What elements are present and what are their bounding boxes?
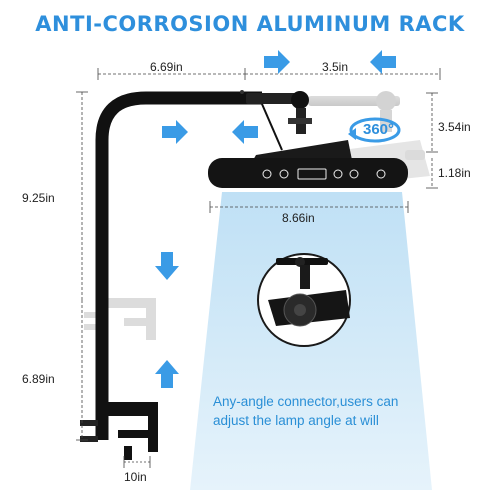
lamp-control-panel — [262, 168, 386, 180]
lamp-connector — [261, 91, 312, 151]
caption-line-1: Any-angle connector,users can — [213, 394, 399, 409]
arm-length-label: 6.69in — [150, 60, 183, 74]
rotation-label: 360° — [363, 121, 395, 138]
arrow-left-icon — [370, 50, 396, 74]
lamp-width-label: 8.66in — [282, 211, 315, 225]
dimension-lines — [76, 68, 441, 468]
feature-caption: Any-angle connector,users can adjust the… — [213, 392, 473, 430]
arrow-down-icon — [155, 252, 179, 280]
connector-height-label: 3.54in — [438, 120, 471, 134]
lamp-height-label: 1.18in — [438, 166, 471, 180]
arrow-right-icon — [162, 120, 188, 144]
rack-pole — [80, 90, 306, 460]
clamp-width-label: 10in — [124, 470, 147, 484]
connector-zoom-inset — [257, 253, 351, 347]
rotate-360-icon — [348, 117, 401, 143]
caption-line-2: adjust the lamp angle at will — [213, 413, 379, 428]
arrow-up-icon — [155, 360, 179, 388]
lamp-fixture — [208, 140, 408, 188]
page-title: ANTI-CORROSION ALUMINUM RACK — [35, 12, 465, 36]
arrow-left-icon — [232, 120, 258, 144]
arrow-right-icon — [264, 50, 290, 74]
lower-height-label: 6.89in — [22, 372, 55, 386]
extension-label: 3.5in — [322, 60, 349, 74]
upper-height-label: 9.25in — [22, 191, 55, 205]
ghost-clamp-position — [84, 298, 156, 340]
